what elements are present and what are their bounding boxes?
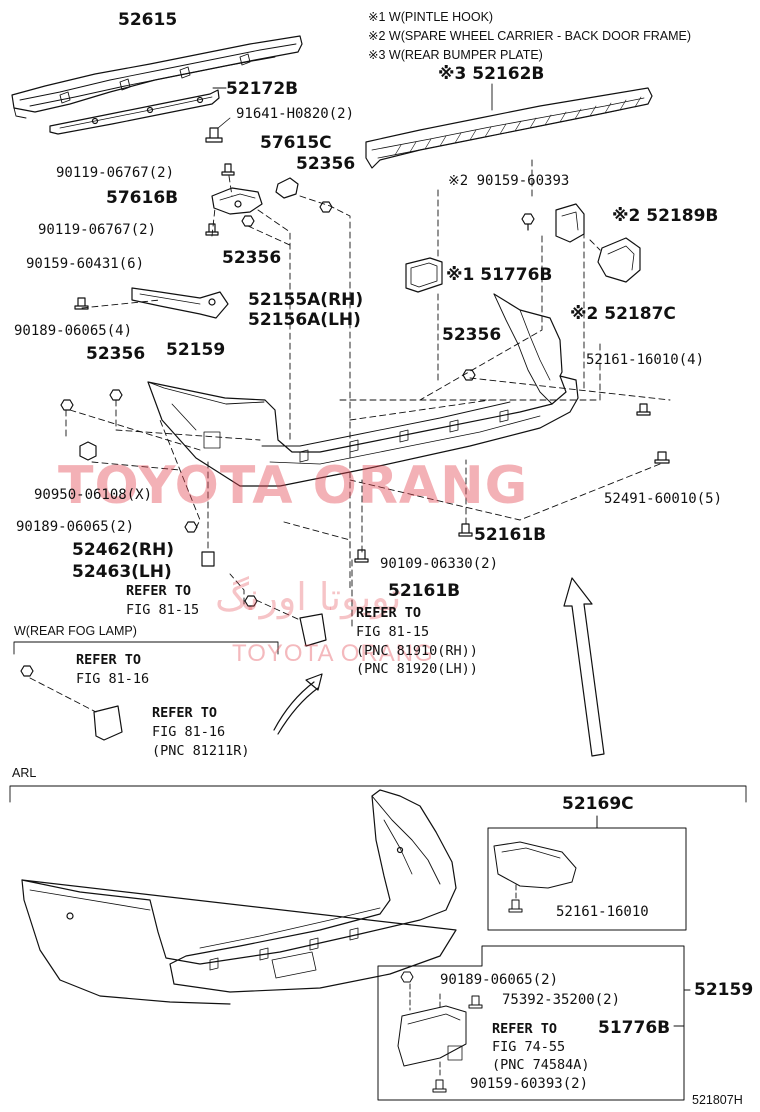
bracket-52187C-drawing (597, 237, 641, 283)
clip-90189-b-drawing (184, 521, 198, 533)
screw-90159-60431-drawing (74, 297, 89, 310)
refer-81-16-a-line1: REFER TO (76, 652, 142, 668)
section-label-arl: ARL (12, 766, 37, 780)
label-90159-60393-top: ※2 90159-60393 (448, 173, 570, 189)
label-52159-top: 52159 (166, 340, 226, 360)
curved-arrow (273, 673, 323, 735)
label-52615: 52615 (118, 10, 178, 30)
screw-90159-60393-top-drawing (521, 213, 535, 231)
inset-box-52169C (487, 815, 687, 931)
note-1: ※1 W(PINTLE HOOK) (368, 10, 494, 24)
label-91641: 91641-H0820(2) (236, 106, 355, 122)
bracket-52189B-drawing (555, 203, 585, 243)
label-90189-2a: 90189-06065(2) (16, 519, 135, 535)
label-52161B-a: 52161B (474, 525, 547, 545)
nut-52356-left-drawing (109, 389, 123, 401)
label-52159-right: 52159 (694, 980, 754, 1000)
label-90189-2b: 90189-06065(2) (440, 972, 559, 988)
bolt-91641-drawing (205, 117, 231, 143)
label-52161B-b: 52161B (388, 581, 461, 601)
refer-81-15-b-line2: FIG 81-15 (356, 624, 430, 640)
reinforcement-52615-drawing (11, 35, 303, 119)
label-52356-top: 52356 (296, 154, 356, 174)
refer-74-55-line1: REFER TO (492, 1021, 558, 1037)
label-52161-16010-4: 52161-16010(4) (586, 352, 705, 368)
leader-lines-top (65, 159, 671, 631)
label-90950: 90950-06108(X) (34, 487, 153, 503)
label-52356-mid: 52356 (222, 248, 282, 268)
label-52356-left: 52356 (86, 344, 146, 364)
nut-52356-top-drawing (319, 201, 333, 213)
refer-81-16-b-line3: (PNC 81211R) (152, 743, 250, 759)
refer-81-15-b-line1: REFER TO (356, 605, 422, 621)
bracket-52172B-drawing (49, 89, 220, 135)
clip-90950-drawing (79, 441, 97, 461)
screw-52491-drawing (654, 451, 670, 464)
refer-81-16-b-line1: REFER TO (152, 705, 218, 721)
label-90159-60393-bottom: 90159-60393(2) (470, 1076, 589, 1092)
label-52463: 52463(LH) (72, 562, 172, 582)
label-75392: 75392-35200(2) (502, 992, 621, 1008)
nut-52356-mid-drawing (241, 215, 255, 227)
watermark-sub: TOYOTA ORANG (232, 640, 434, 667)
bracket-57616B-drawing (211, 187, 263, 215)
nut-refer-81-15-drawing (244, 595, 258, 607)
figure-code: 521807H (692, 1093, 743, 1107)
refer-81-15-b-line4: (PNC 81920(LH)) (356, 661, 478, 677)
refer-81-15-b-line3: (PNC 81910(RH)) (356, 643, 478, 659)
fog-lamp-drawing (93, 705, 123, 741)
rear-bumper-cover-drawing (147, 293, 579, 487)
label-52155A: 52155A(RH) (248, 290, 364, 310)
screw-52161-16010-drawing (636, 403, 651, 416)
label-90189-4: 90189-06065(4) (14, 323, 133, 339)
note-2: ※2 W(SPARE WHEEL CARRIER - BACK DOOR FRA… (368, 29, 692, 43)
label-52189B: ※2 52189B (612, 206, 719, 226)
label-52161-16010: 52161-16010 (556, 904, 649, 920)
label-52187C: ※2 52187C (570, 304, 676, 324)
refer-81-16-b-line2: FIG 81-16 (152, 724, 226, 740)
rear-fog-lamp-bracket (13, 641, 279, 655)
watermark-arabic: تویوتا اورنگ (215, 575, 402, 619)
screw-52161B-a-drawing (458, 523, 473, 537)
label-52162B: ※3 52162B (438, 64, 545, 84)
inset-box-52159 (377, 945, 691, 1101)
label-52491: 52491-60010(5) (604, 491, 723, 507)
label-90109: 90109-06330(2) (380, 556, 499, 572)
watermark-main: TOYOTA ORANG (58, 456, 529, 516)
label-57615C: 57615C (260, 133, 332, 153)
arl-section-bracket (9, 785, 747, 803)
note-3: ※3 W(REAR BUMPER PLATE) (368, 48, 543, 62)
label-52356-right: 52356 (442, 325, 502, 345)
nut-fog-lamp-drawing (20, 665, 34, 677)
pintle-cover-51776B-drawing (405, 257, 443, 293)
label-57616B: 57616B (106, 188, 179, 208)
screw-90119-a-drawing (221, 163, 235, 176)
label-90159-60431: 90159-60431(6) (26, 256, 145, 272)
label-51776B-bottom: 51776B (598, 1018, 671, 1038)
refer-74-55-line3: (PNC 74584A) (492, 1057, 590, 1073)
refer-81-15-a-line2: FIG 81-15 (126, 602, 200, 618)
label-52462: 52462(RH) (72, 540, 174, 560)
label-90119-b: 90119-06767(2) (38, 222, 157, 238)
label-51776B-top: ※1 51776B (446, 265, 553, 285)
step-plate-52162B-drawing (365, 87, 653, 169)
side-bracket-52155A-drawing (131, 287, 229, 319)
clip-57615C-drawing (275, 177, 299, 199)
screw-90109-drawing (354, 549, 369, 563)
label-52172B: 52172B (226, 79, 299, 99)
arl-bumper-cover-drawing (21, 789, 457, 1005)
up-arrow (563, 577, 605, 757)
fog-lamp-label: W(REAR FOG LAMP) (14, 624, 137, 638)
refer-81-15-a-line1: REFER TO (126, 583, 192, 599)
label-52169C: 52169C (562, 794, 634, 814)
refer-74-55-line2: FIG 74-55 (492, 1039, 566, 1055)
refer-81-16-a-line2: FIG 81-16 (76, 671, 150, 687)
label-90119-a: 90119-06767(2) (56, 165, 175, 181)
clip-90189-a-drawing (60, 399, 74, 411)
label-52156A: 52156A(LH) (248, 310, 361, 330)
retainer-52462-drawing (201, 551, 215, 567)
reflector-81-15-drawing (299, 613, 327, 647)
